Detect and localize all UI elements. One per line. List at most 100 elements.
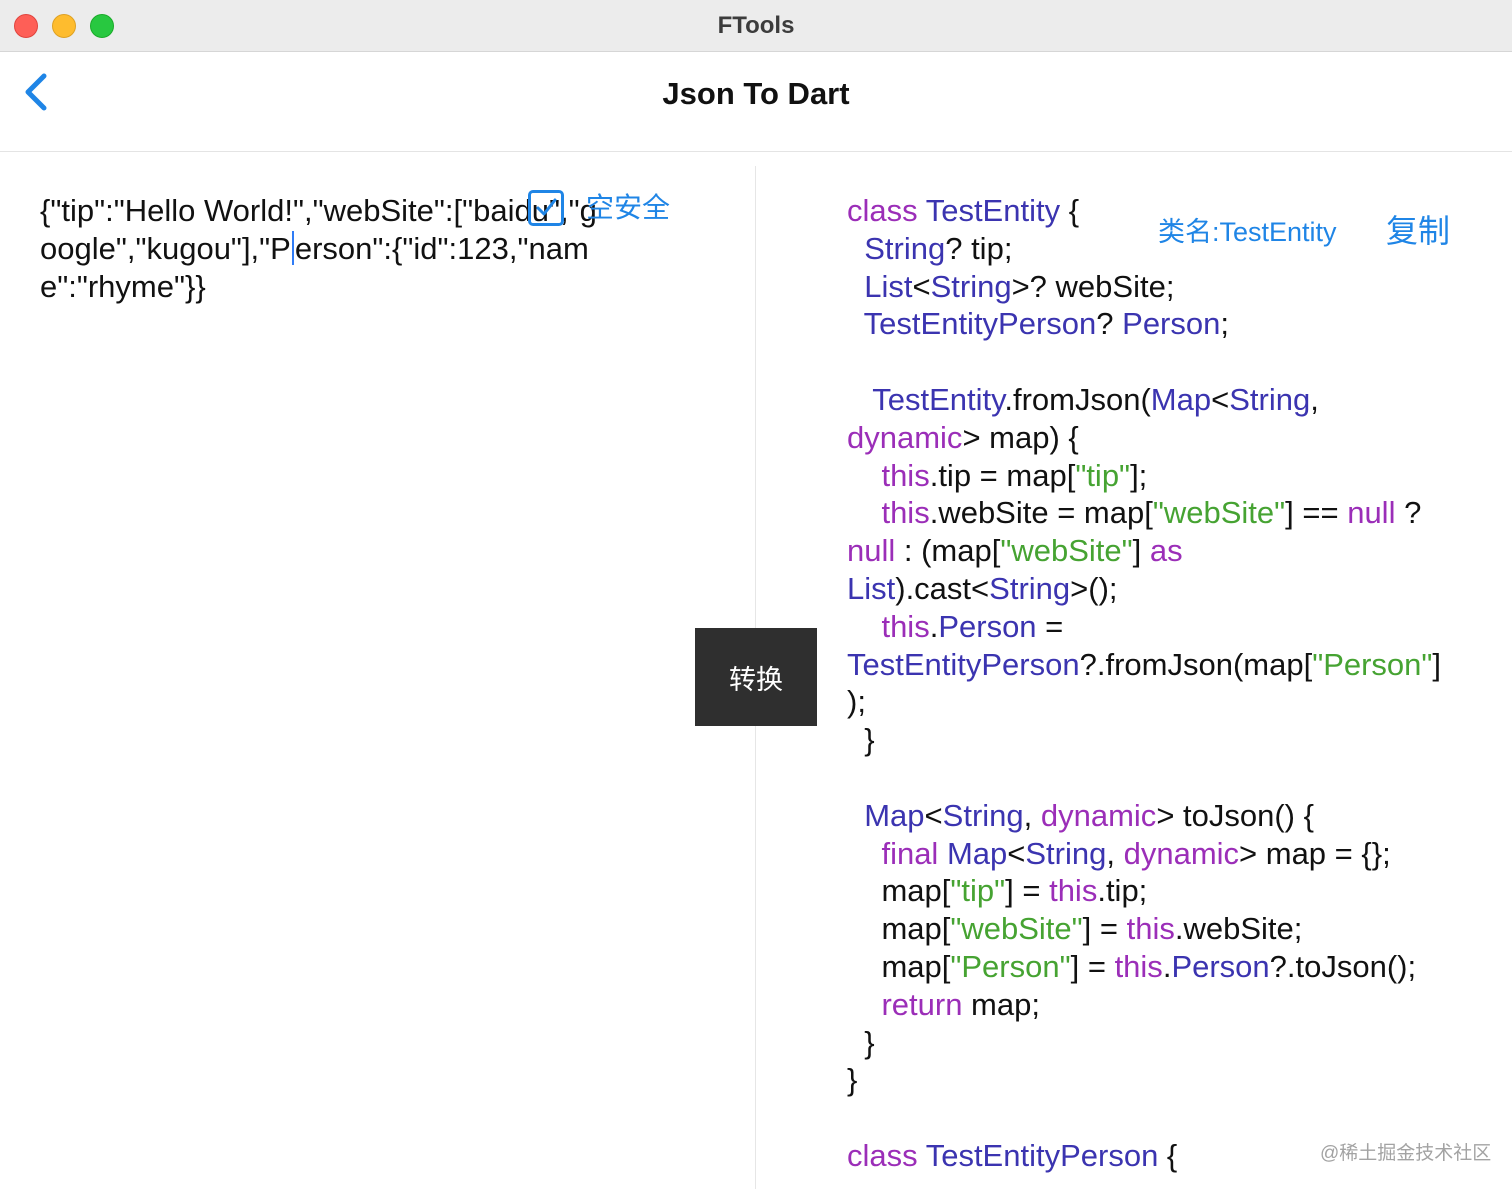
json-input-text-after-cursor: erson":{"id":123,"name":"rhyme"}} [40,231,589,304]
code-token: "tip" [1075,457,1131,493]
code-line: class TestEntityPerson { [847,1137,1487,1175]
convert-button[interactable]: 转换 [695,628,817,726]
code-token: this [881,457,930,493]
code-token: < [912,268,931,304]
code-token: String [989,570,1071,606]
code-token: ] [1132,533,1150,569]
window-titlebar: FTools [0,0,1512,52]
code-token: : (map[ [895,533,1001,569]
code-line: TestEntityPerson? Person; [847,305,1487,343]
code-token: Map [946,835,1008,871]
window-title: FTools [717,12,795,39]
code-token: class [847,193,918,228]
code-token: ] = [1082,911,1127,947]
code-token: TestEntityPerson [863,306,1097,342]
code-token: TestEntityPerson [925,1137,1159,1173]
json-input-field[interactable]: {"tip":"Hello World!","webSite":["baidu"… [40,192,600,306]
code-token [847,231,864,266]
code-line: TestEntityPerson?.fromJson(map["Person"] [847,646,1487,684]
code-token: "Person" [950,948,1071,984]
back-button[interactable] [18,70,58,118]
code-token: > map = {}; [1239,835,1391,871]
checkmark-icon [536,198,557,216]
code-token: ] == [1285,495,1348,531]
code-token: "webSite" [950,911,1083,947]
code-token: .fromJson( [1004,381,1151,417]
code-line: dynamic> map) { [847,419,1487,457]
code-token: ? [1395,495,1422,531]
code-line: List).cast<String>(); [847,570,1487,608]
code-token: ).cast< [895,570,990,606]
code-token: ] [1432,646,1442,682]
code-token: Map [864,797,925,833]
code-token: { [1158,1137,1178,1173]
code-line: map["Person"] = this.Person?.toJson(); [847,948,1487,986]
chevron-left-icon [25,73,47,111]
code-token: , [1106,835,1124,871]
code-token [847,987,881,1022]
code-token [918,193,926,228]
code-line [847,1099,1487,1137]
code-line: map["webSite"] = this.webSite; [847,910,1487,948]
code-token: dynamic [1040,797,1157,833]
code-token: this [1114,948,1163,984]
code-token: String [1229,381,1311,417]
code-line: this.Person = [847,608,1487,646]
code-token: ; [1220,306,1229,342]
code-token: } [847,722,875,758]
code-token: < [1007,835,1026,871]
code-token: dynamic [1123,835,1240,871]
code-token: .webSite; [1174,911,1303,947]
code-token [847,269,864,304]
code-token: .webSite = map[ [929,495,1153,531]
code-token: Person [1171,948,1270,984]
code-token: ] = [1005,873,1050,909]
code-line: ); [847,683,1487,721]
code-line: TestEntity.fromJson(Map<String, [847,381,1487,419]
code-token: < [924,797,943,833]
code-token: ] = [1070,948,1115,984]
zoom-window-button[interactable] [90,14,114,38]
code-token: return [881,986,963,1022]
code-token [847,798,864,833]
code-line: final Map<String, dynamic> map = {}; [847,835,1487,873]
copy-button[interactable]: 复制 [1386,213,1451,249]
code-token [847,382,872,417]
code-token: Person [938,608,1037,644]
code-line: String? tip; [847,230,1487,268]
page-title: Json To Dart [662,76,850,111]
code-token: this [881,608,930,644]
code-token: this [1126,911,1175,947]
code-token: map[ [847,911,951,947]
code-line: Map<String, dynamic> toJson() { [847,797,1487,835]
watermark: @稀土掘金技术社区 [1320,1143,1492,1164]
code-token [847,458,881,493]
code-token: >? webSite; [1011,268,1175,304]
code-token: null [847,533,896,569]
code-token: ?.toJson(); [1269,948,1417,984]
code-line: List<String>? webSite; [847,268,1487,306]
class-name-button[interactable]: 类名:TestEntity [1158,217,1337,247]
navigation-bar: Json To Dart [0,52,1512,152]
code-token: String [1025,835,1107,871]
code-token: String [942,797,1024,833]
code-token: List [847,570,896,606]
code-token: ? [1096,306,1123,342]
code-line: } [847,1061,1487,1099]
code-token: ? tip; [945,230,1013,266]
minimize-window-button[interactable] [52,14,76,38]
code-token: map[ [847,873,951,909]
code-token [847,609,881,644]
null-safety-checkbox[interactable] [528,190,564,226]
text-cursor [291,231,294,265]
code-token: dynamic [847,419,963,455]
code-line: } [847,721,1487,759]
code-token: ); [847,684,866,720]
code-token: .tip = map[ [929,457,1076,493]
code-token: map; [962,986,1040,1022]
code-token: ]; [1130,457,1148,493]
close-window-button[interactable] [14,14,38,38]
code-token [938,836,947,871]
code-token: Map [1150,381,1212,417]
code-token: .tip; [1097,873,1148,909]
